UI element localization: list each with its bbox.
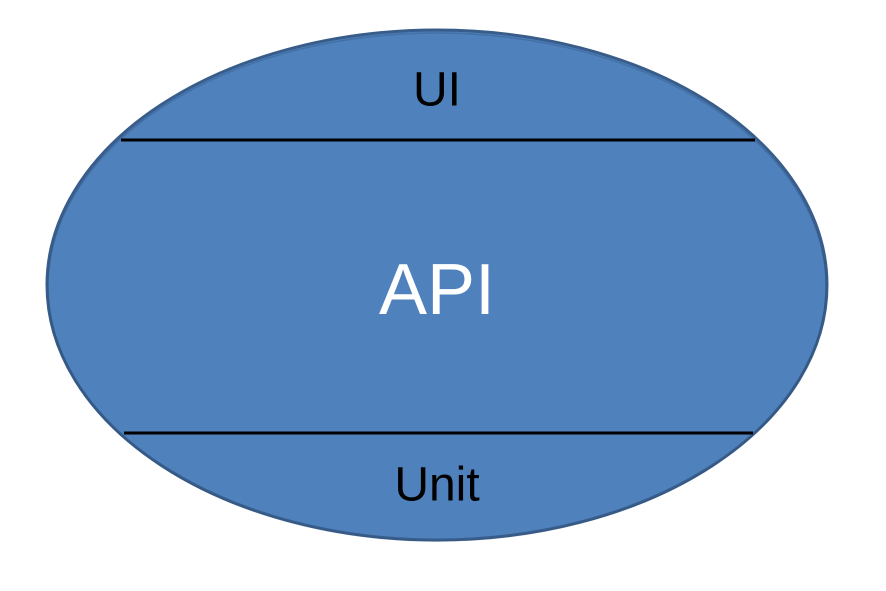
section-label-ui: UI	[413, 63, 461, 116]
ellipse-shape	[45, 28, 829, 542]
section-label-api: API	[379, 250, 495, 330]
section-label-unit: Unit	[394, 458, 479, 511]
ellipse-shadow-edge	[47, 32, 827, 542]
